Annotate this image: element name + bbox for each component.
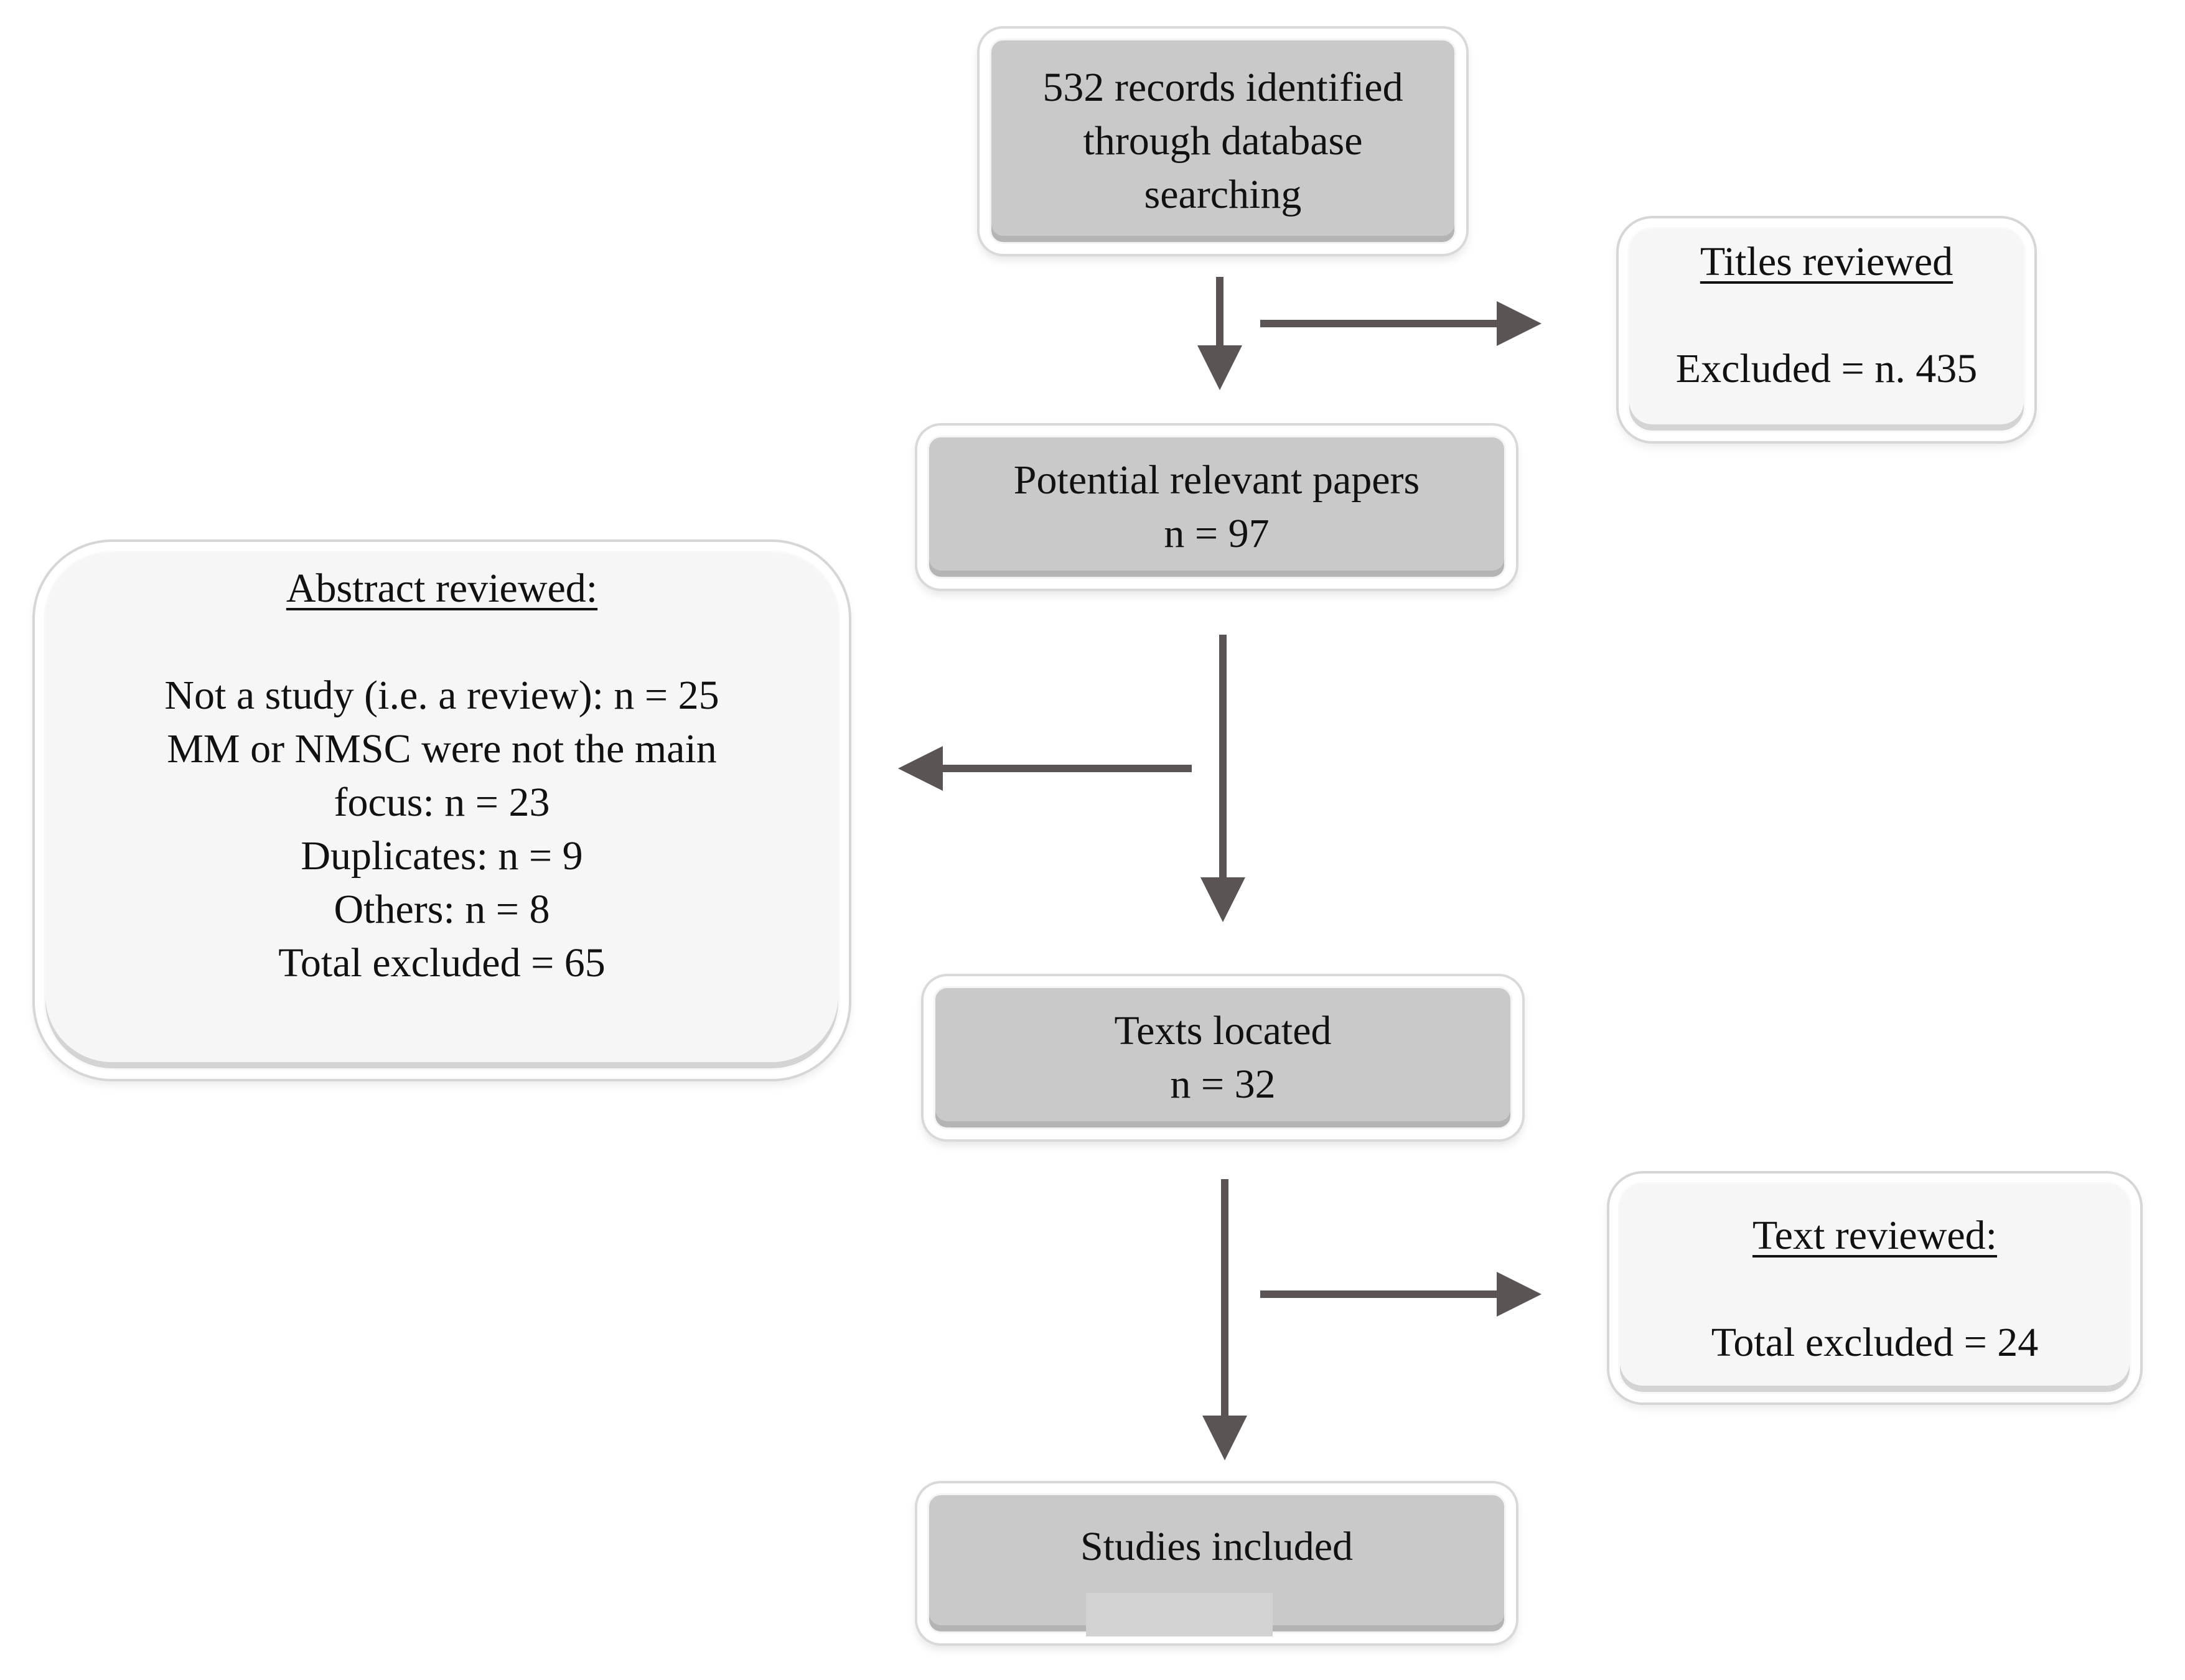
records-line-1: 532 records identified <box>1042 65 1403 110</box>
potential-line-2: n = 97 <box>1164 511 1270 556</box>
text-reviewed-heading: Text reviewed: <box>1752 1213 1998 1258</box>
abstract-line-5: Others: n = 8 <box>334 887 550 932</box>
potential-papers-box: Potential relevant papers n = 97 <box>927 436 1506 579</box>
texts-line-2: n = 32 <box>1170 1062 1276 1107</box>
redacted-count-patch <box>1086 1593 1273 1636</box>
abstract-line-3: focus: n = 23 <box>334 780 550 825</box>
abstract-line-4: Duplicates: n = 9 <box>301 833 583 879</box>
text-reviewed-excluded: Total excluded = 24 <box>1711 1320 2039 1365</box>
included-line-1: Studies included <box>1080 1524 1354 1569</box>
records-line-2: through database <box>1083 118 1363 164</box>
titles-heading: Titles reviewed <box>1700 239 1953 284</box>
records-line-3: searching <box>1144 172 1302 217</box>
abstract-line-6: Total excluded = 65 <box>278 940 606 986</box>
titles-reviewed-box: Titles reviewed Excluded = n. 435 <box>1627 227 2026 432</box>
texts-located-box: Texts located n = 32 <box>933 986 1512 1129</box>
texts-line-1: Texts located <box>1114 1008 1332 1053</box>
titles-excluded: Excluded = n. 435 <box>1675 346 1978 391</box>
abstract-line-1: Not a study (i.e. a review): n = 25 <box>164 673 719 718</box>
potential-line-1: Potential relevant papers <box>1013 457 1420 503</box>
records-identified-box: 532 records identified through database … <box>990 39 1456 244</box>
abstract-line-2: MM or NMSC were not the main <box>167 726 717 772</box>
text-reviewed-box: Text reviewed: Total excluded = 24 <box>1618 1182 2131 1394</box>
abstract-reviewed-box: Abstract reviewed: Not a study (i.e. a r… <box>44 551 840 1070</box>
abstract-heading: Abstract reviewed: <box>286 566 598 611</box>
